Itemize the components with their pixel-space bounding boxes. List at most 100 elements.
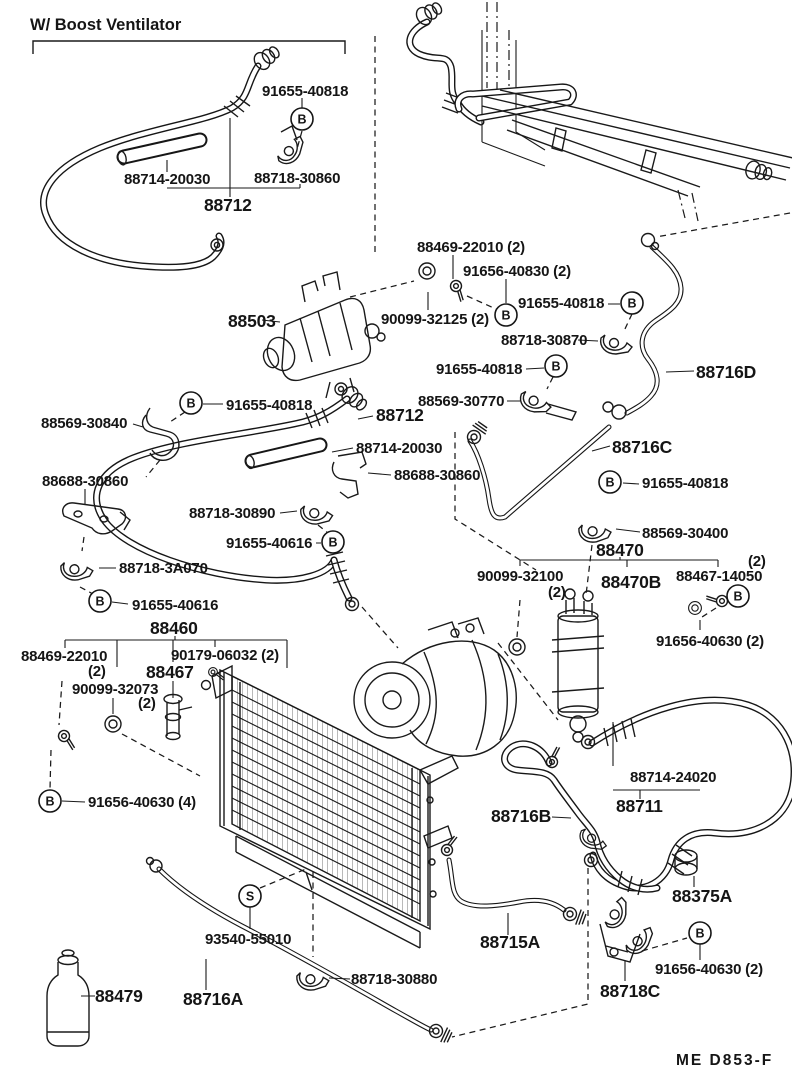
bolt-marker: B (544, 354, 568, 378)
condenser-88460 (200, 664, 459, 949)
part-label: 88712 (204, 195, 252, 215)
part-label: (2) (138, 695, 156, 712)
pipe-88715A (440, 835, 588, 928)
hose-88712-middle (93, 382, 372, 612)
bolt-marker: B (598, 470, 622, 494)
svg-text:B: B (501, 309, 510, 323)
bolt-marker: B (88, 589, 112, 613)
part-label: 88569-30840 (41, 415, 127, 432)
bolt-88467-14050 (704, 589, 730, 612)
rear-pipe-bundle (406, 0, 792, 222)
part-label: 88460 (150, 618, 198, 638)
bolt-marker: B (688, 921, 712, 945)
part-label: 90099-32073 (72, 681, 158, 698)
part-label: 88716A (183, 989, 244, 1009)
part-label: 91656-40830 (2) (463, 263, 571, 280)
bracket-88569-30840 (141, 407, 180, 461)
part-label: 88470 (596, 540, 644, 560)
part-label: 88569-30770 (418, 393, 504, 410)
part-label: 91655-40818 (226, 397, 312, 414)
part-label: 88714-20030 (356, 440, 442, 457)
part-label: 88469-22010 (2) (417, 239, 525, 256)
dashed-links (49, 130, 791, 1038)
marker-letter: B (297, 113, 306, 127)
bolt-90179-06032 (208, 667, 225, 681)
compressor (353, 617, 517, 757)
svg-text:B: B (45, 795, 54, 809)
leader-lines (61, 98, 719, 997)
part-label: 88714-20030 (124, 171, 210, 188)
insulator-tube-88714-20030-middle (244, 437, 328, 470)
oil-bottle-88479 (46, 949, 90, 1047)
bracket-88688-30860-left (62, 502, 131, 535)
pipe-88716C (463, 419, 612, 521)
part-label: 88688-30860 (42, 473, 128, 490)
clamp-assembly-88718C (599, 894, 657, 963)
part-label: 88718C (600, 981, 661, 1001)
part-label: 91655-40818 (436, 361, 522, 378)
part-label: 88469-22010 (21, 648, 107, 665)
pipe-88716D (602, 232, 684, 420)
svg-text:B: B (733, 590, 742, 604)
part-label: 91655-40616 (226, 535, 312, 552)
expansion-valve-88503 (262, 271, 386, 399)
svg-text:B: B (605, 476, 614, 490)
svg-text:S: S (246, 890, 254, 904)
part-label: (2) (548, 584, 566, 601)
part-label: 91655-40818 (518, 295, 604, 312)
part-label: 91656-40630 (2) (655, 961, 763, 978)
receiver-drier-88470 (551, 588, 605, 743)
drawing-code: ME D853-F (676, 1052, 773, 1069)
part-label: 93540-55010 (205, 931, 291, 948)
clamp-88718-3A070 (59, 558, 95, 583)
part-label: 91655-40818 (262, 83, 348, 100)
part-label: 88467-14050 (676, 568, 762, 585)
bolt-marker: B (494, 303, 518, 327)
clamp-88569-30770 (518, 390, 578, 421)
part-label: (2) (88, 663, 106, 680)
part-label: 88716C (612, 437, 673, 457)
section-title: W/ Boost Ventilator (30, 16, 182, 34)
part-label: 88718-30880 (351, 971, 437, 988)
bracket-88688-30860-right (331, 451, 367, 499)
boost-section-bracket (32, 36, 376, 253)
part-label: 88479 (95, 986, 143, 1006)
part-label: (2) (748, 553, 766, 570)
bolt-marker: B (179, 391, 203, 415)
nut-88470b (688, 601, 702, 615)
part-label: 88714-24020 (630, 769, 716, 786)
hose-88716B (501, 740, 661, 896)
part-label: 88716B (491, 806, 551, 826)
svg-text:B: B (627, 297, 636, 311)
part-label: 90099-32100 (477, 568, 563, 585)
part-label: 88718-3A070 (119, 560, 208, 577)
cap-88375A (674, 849, 698, 876)
part-label: 88718-30890 (189, 505, 275, 522)
clamp-88718-30890 (299, 502, 334, 526)
nut-90099-32073 (104, 715, 122, 733)
part-label: 88470B (601, 572, 661, 592)
part-label: 88688-30860 (394, 467, 480, 484)
part-label: 88711 (616, 796, 663, 816)
part-label: 91655-40616 (132, 597, 218, 614)
bolt-marker: B (321, 530, 345, 554)
svg-text:B: B (95, 595, 104, 609)
clamp-88718-30870 (599, 334, 633, 355)
screw-marker: S (238, 884, 262, 908)
grommet-90099-32100 (508, 638, 526, 656)
part-label: 90099-32125 (2) (381, 311, 489, 328)
svg-text:B: B (328, 536, 337, 550)
part-label: 90179-06032 (2) (171, 647, 279, 664)
svg-text:B: B (695, 927, 704, 941)
part-label: 88712 (376, 405, 424, 425)
part-label: 88718-30870 (501, 332, 587, 349)
part-label: 91656-40630 (4) (88, 794, 196, 811)
bolt-marker: B (620, 291, 644, 315)
part-label: 88503 (228, 311, 276, 331)
part-label: 88718-30860 (254, 170, 340, 187)
part-label: 88569-30400 (642, 525, 728, 542)
bolt-marker: B (38, 789, 62, 813)
svg-text:B: B (186, 397, 195, 411)
